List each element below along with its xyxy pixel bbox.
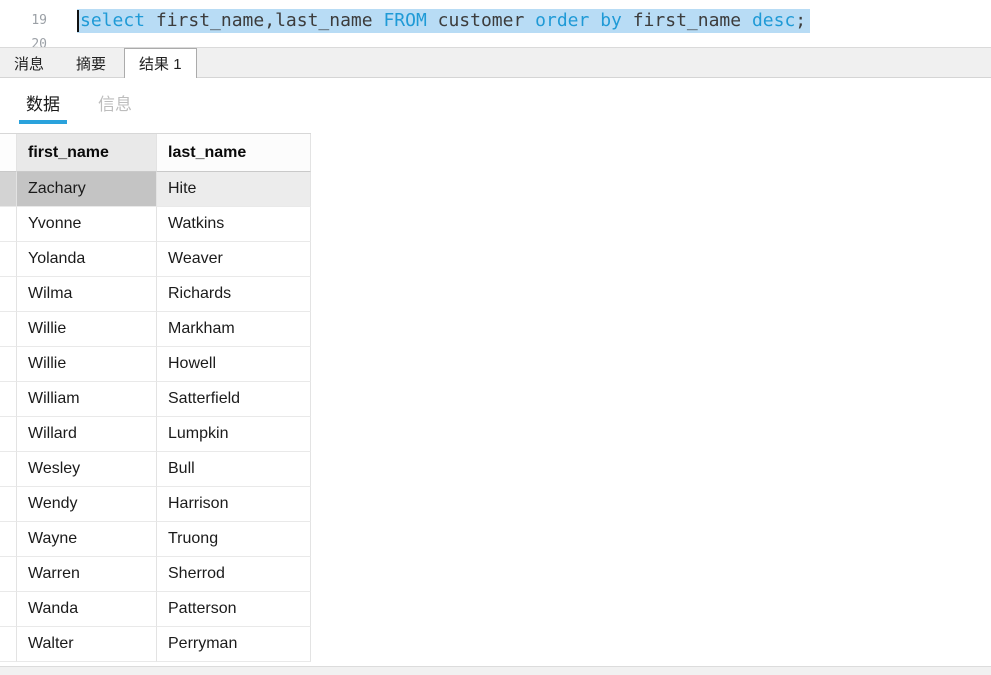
- row-selector[interactable]: [0, 347, 17, 382]
- table-cell[interactable]: Watkins: [157, 207, 311, 242]
- sql-token-plain: customer: [437, 10, 536, 31]
- row-selector[interactable]: [0, 312, 17, 347]
- table-cell[interactable]: Warren: [17, 557, 157, 592]
- table-cell[interactable]: Yolanda: [17, 242, 157, 277]
- table-cell[interactable]: Weaver: [157, 242, 311, 277]
- sql-token-plain: first_name: [632, 10, 752, 31]
- row-selector[interactable]: [0, 557, 17, 592]
- sql-token-plain: first_name,last_name: [155, 10, 384, 31]
- sql-token-keyword: order by: [535, 10, 633, 31]
- table-cell[interactable]: Wesley: [17, 452, 157, 487]
- row-selector[interactable]: [0, 522, 17, 557]
- horizontal-scrollbar[interactable]: [0, 666, 991, 675]
- editor-line[interactable]: 20: [0, 33, 991, 47]
- table-cell[interactable]: Wanda: [17, 592, 157, 627]
- tab-messages[interactable]: 消息: [14, 55, 45, 73]
- table-cell[interactable]: Yvonne: [17, 207, 157, 242]
- sql-token-keyword: FROM: [383, 10, 438, 31]
- column-header-first-name[interactable]: first_name: [17, 134, 157, 172]
- line-number: 20: [31, 37, 47, 47]
- table-cell[interactable]: Wilma: [17, 277, 157, 312]
- table-cell[interactable]: Willard: [17, 417, 157, 452]
- row-selector[interactable]: [0, 592, 17, 627]
- table-cell[interactable]: Richards: [157, 277, 311, 312]
- editor-line[interactable]: 19 select first_name,last_name FROM custo…: [0, 9, 991, 33]
- row-selector[interactable]: [0, 172, 17, 207]
- table-cell[interactable]: Wendy: [17, 487, 157, 522]
- table-cell[interactable]: Perryman: [157, 627, 311, 662]
- row-selector[interactable]: [0, 382, 17, 417]
- sql-editor[interactable]: 18 19 select first_name,last_name FROM cus…: [0, 0, 991, 47]
- table-cell[interactable]: Patterson: [157, 592, 311, 627]
- table-cell[interactable]: Bull: [157, 452, 311, 487]
- row-selector[interactable]: [0, 452, 17, 487]
- subtab-data[interactable]: 数据: [19, 88, 67, 124]
- sql-selection: select first_name,last_name FROM custome…: [77, 9, 811, 33]
- text-cursor: [77, 10, 79, 32]
- row-selector[interactable]: [0, 207, 17, 242]
- result-tab-bar: 消息 摘要结果 1: [0, 47, 991, 78]
- table-cell[interactable]: Sherrod: [157, 557, 311, 592]
- tab-summary[interactable]: 摘要: [76, 55, 107, 73]
- line-number: 18: [0, 0, 51, 9]
- subtab-info[interactable]: 信息: [98, 94, 132, 114]
- table-cell[interactable]: Wayne: [17, 522, 157, 557]
- row-selector[interactable]: [0, 627, 17, 662]
- table-cell[interactable]: William: [17, 382, 157, 417]
- table-cell[interactable]: Harrison: [157, 487, 311, 522]
- result-subtab-bar: 数据 信息: [0, 78, 991, 133]
- select-all-corner[interactable]: [0, 134, 17, 172]
- table-cell[interactable]: Markham: [157, 312, 311, 347]
- sql-token-plain: ;: [795, 10, 807, 31]
- line-number: 19: [31, 13, 47, 28]
- sql-editor-lines: 18 19 select first_name,last_name FROM cus…: [0, 0, 991, 47]
- table-cell[interactable]: Walter: [17, 627, 157, 662]
- row-selector[interactable]: [0, 417, 17, 452]
- table-cell[interactable]: Satterfield: [157, 382, 311, 417]
- tab-result-1[interactable]: 结果 1: [124, 48, 197, 78]
- sql-token-keyword: desc: [751, 10, 796, 31]
- sql-token-keyword: select: [80, 10, 156, 31]
- table-cell[interactable]: Willie: [17, 312, 157, 347]
- row-selector[interactable]: [0, 487, 17, 522]
- table-cell[interactable]: Lumpkin: [157, 417, 311, 452]
- row-selector[interactable]: [0, 277, 17, 312]
- table-cell[interactable]: Hite: [157, 172, 311, 207]
- row-selector[interactable]: [0, 242, 17, 277]
- table-cell[interactable]: Howell: [157, 347, 311, 382]
- table-cell[interactable]: Truong: [157, 522, 311, 557]
- sql-code[interactable]: select first_name,last_name FROM custome…: [77, 9, 811, 33]
- table-cell[interactable]: Zachary: [17, 172, 157, 207]
- editor-line[interactable]: 18: [0, 0, 991, 9]
- table-cell[interactable]: Willie: [17, 347, 157, 382]
- column-header-last-name[interactable]: last_name: [157, 134, 311, 172]
